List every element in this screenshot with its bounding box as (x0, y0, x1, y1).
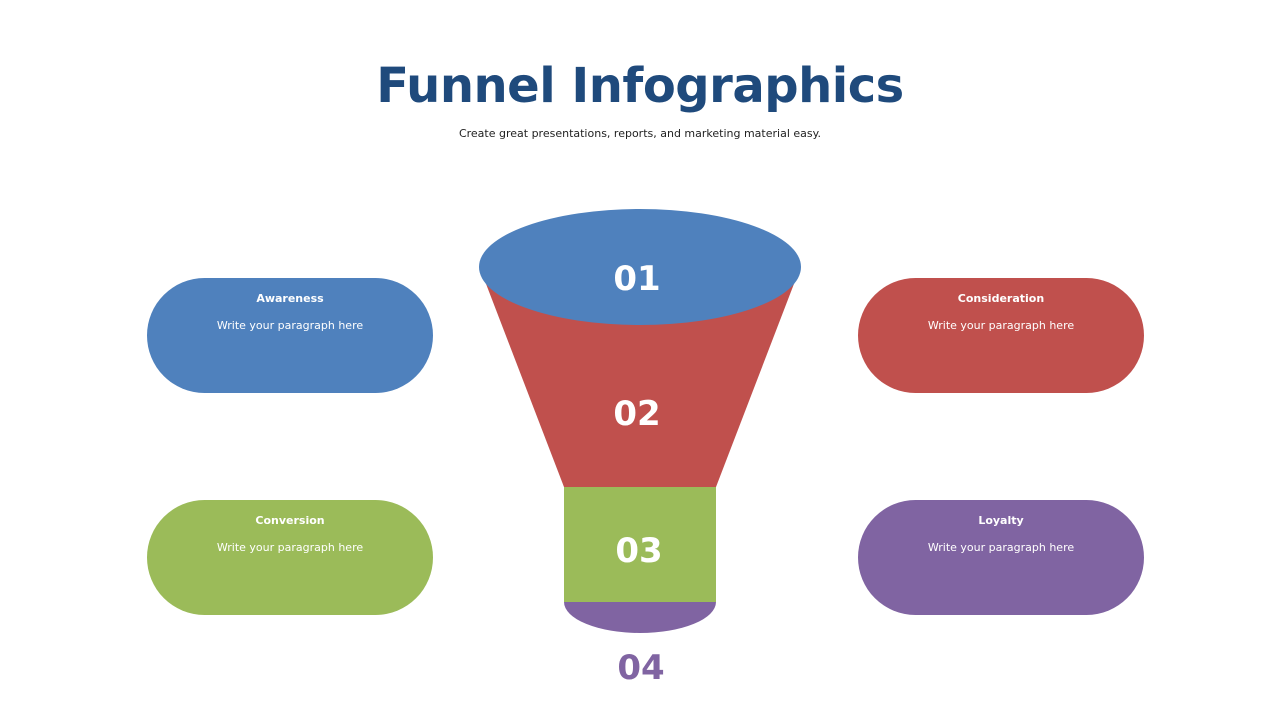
stage-card-title: Awareness (256, 292, 324, 305)
stage-card-consideration: Consideration Write your paragraph here (858, 278, 1144, 393)
page-subtitle: Create great presentations, reports, and… (458, 127, 822, 140)
stage-card-title: Conversion (255, 514, 325, 527)
stage-card-text: Write your paragraph here (927, 541, 1075, 554)
stage-card-text: Write your paragraph here (927, 319, 1075, 332)
page-title: Funnel Infographics (376, 58, 904, 114)
stage-card-conversion: Conversion Write your paragraph here (147, 500, 433, 615)
stage-number-1: 01 (613, 259, 660, 299)
funnel-stage-2-cone (483, 276, 797, 487)
stage-card-title: Consideration (957, 292, 1045, 305)
funnel-stage-3-block (564, 487, 716, 602)
stage-card-loyalty: Loyalty Write your paragraph here (858, 500, 1144, 615)
stage-card-text: Write your paragraph here (216, 319, 364, 332)
stage-number-3: 03 (615, 531, 662, 571)
stage-card-title: Loyalty (978, 514, 1024, 527)
stage-number-4: 04 (617, 648, 664, 688)
stage-card-awareness: Awareness Write your paragraph here (147, 278, 433, 393)
funnel-stage-1-top (479, 209, 801, 325)
stage-number-2: 02 (613, 394, 660, 434)
stage-card-text: Write your paragraph here (216, 541, 364, 554)
